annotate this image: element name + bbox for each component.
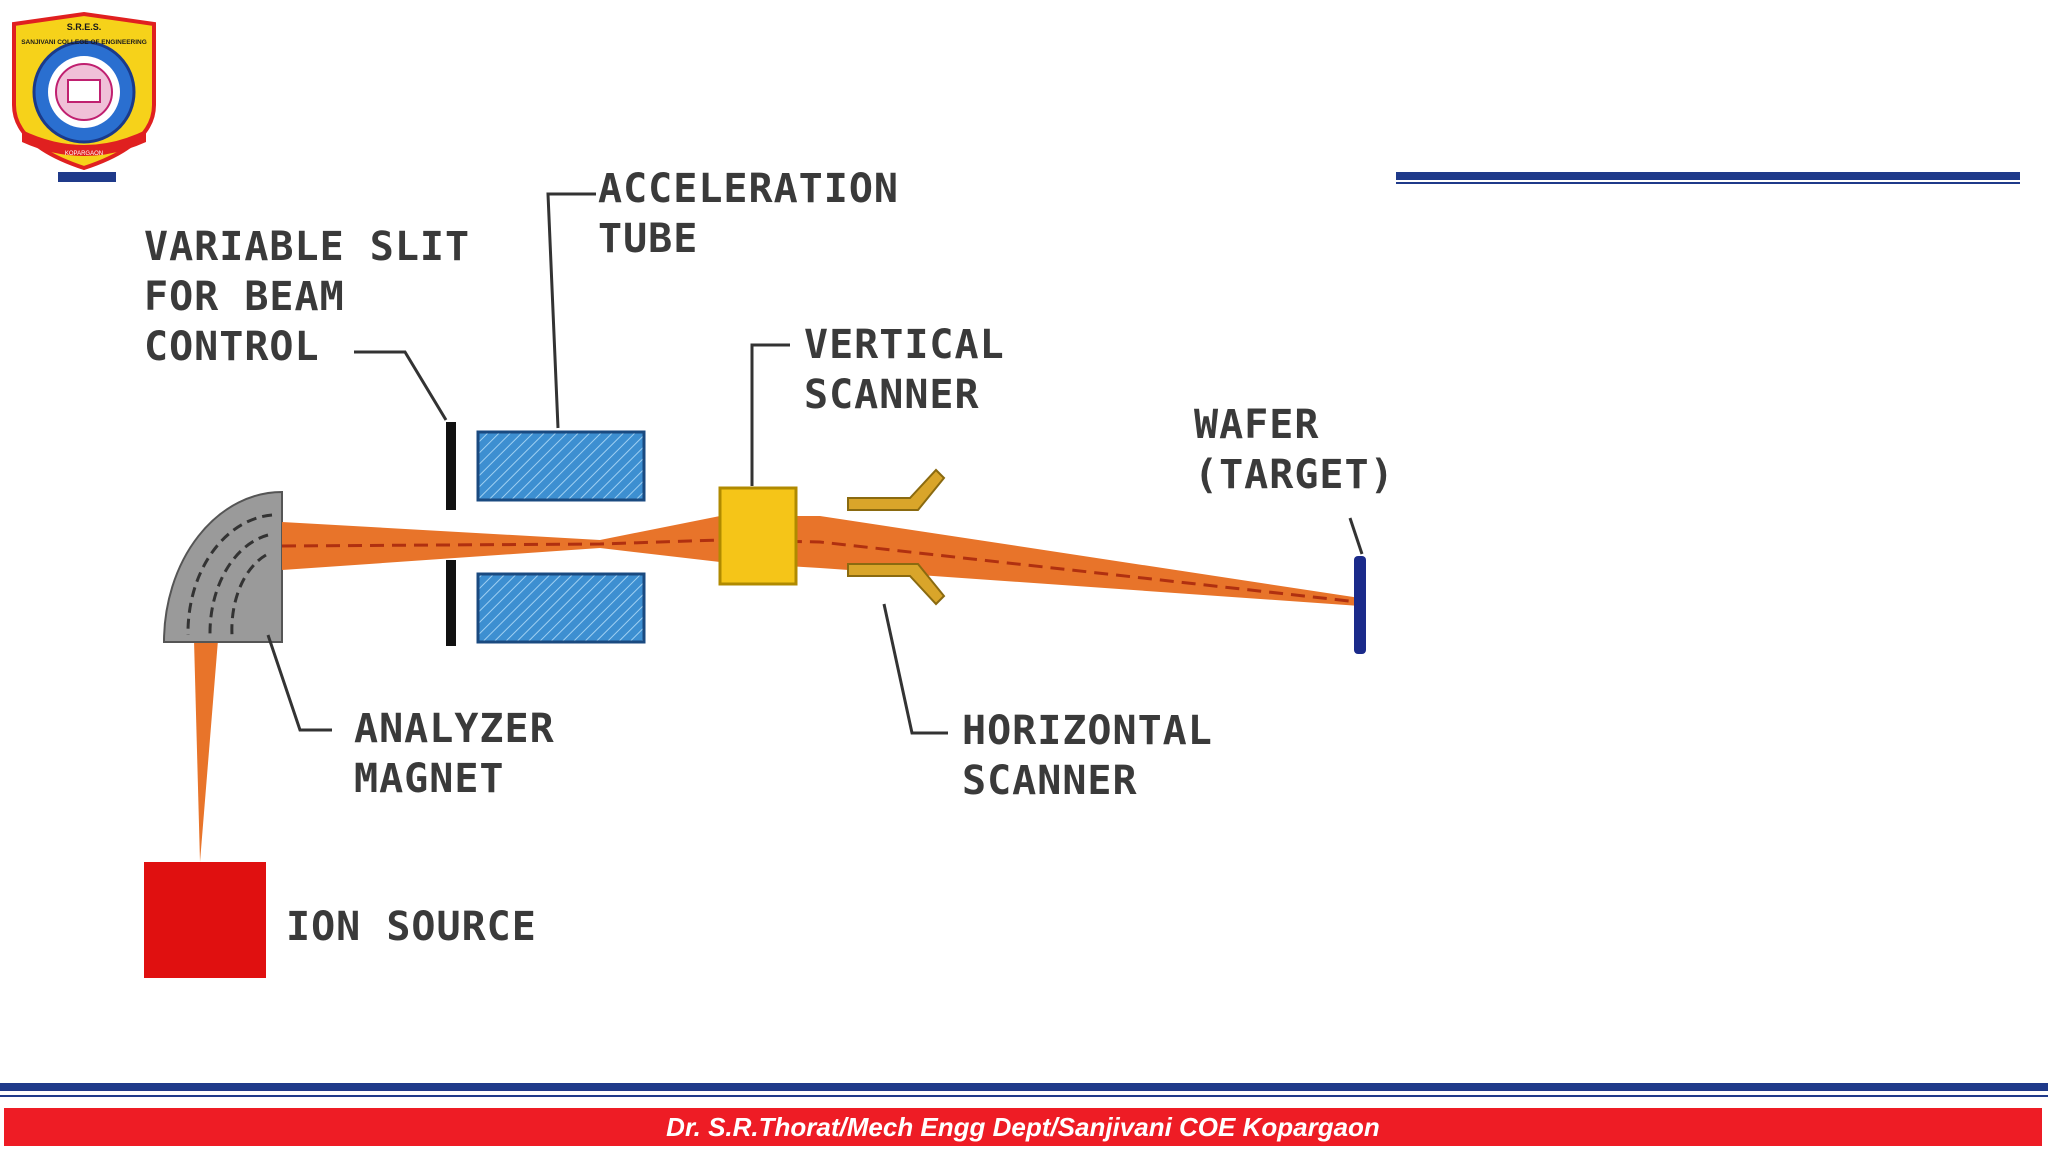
ion-implanter-diagram: VARIABLE SLIT FOR BEAM CONTROL ACCELERAT… [144, 166, 1395, 978]
leader-slit [354, 350, 448, 421]
leader-wafer [1348, 517, 1364, 555]
label-horizontal-scanner-1: HORIZONTAL [962, 708, 1213, 754]
label-vertical-scanner-2: SCANNER [804, 372, 980, 418]
vertical-scanner-block [718, 486, 798, 586]
label-acceleration-tube-1: ACCELERATION [598, 166, 899, 212]
label-wafer-1: WAFER [1194, 402, 1319, 448]
college-logo: S.R.E.S. SANJIVANI COLLEGE OF ENGINEERIN… [12, 11, 156, 170]
horizontal-scanner-top [847, 468, 946, 511]
footer-rule-thin [0, 1095, 2048, 1097]
variable-slit-top [446, 422, 456, 510]
header-rule-right-thin [1396, 182, 2020, 184]
footer-text: Dr. S.R.Thorat/Mech Engg Dept/Sanjivani … [666, 1111, 1380, 1142]
label-analyzer-magnet-2: MAGNET [354, 756, 505, 802]
label-variable-slit-1: VARIABLE SLIT [144, 224, 470, 270]
beam-vertical [194, 640, 218, 862]
variable-slit-bottom [446, 560, 456, 646]
leader-magnet [266, 634, 332, 732]
magnet-field-lines [186, 513, 273, 636]
header-rule-right [1396, 172, 2020, 180]
label-variable-slit-2: FOR BEAM [144, 274, 345, 320]
leader-vertical-scanner [750, 343, 790, 486]
footer-rule [0, 1083, 2048, 1091]
leader-horizontal-scanner [882, 603, 948, 735]
ion-source-block [144, 862, 266, 978]
label-variable-slit-3: CONTROL [144, 324, 320, 370]
label-acceleration-tube-2: TUBE [598, 216, 698, 262]
logo-arc-text: SANJIVANI COLLEGE OF ENGINEERING [21, 39, 147, 46]
acceleration-tube-top [476, 430, 646, 502]
label-ion-source: ION SOURCE [286, 904, 537, 950]
footer-bar: Dr. S.R.Thorat/Mech Engg Dept/Sanjivani … [4, 1108, 2042, 1146]
acceleration-tube-bottom [476, 572, 646, 644]
label-analyzer-magnet-1: ANALYZER [354, 706, 555, 752]
beam-horizontal [282, 516, 1360, 606]
header-rule-left [58, 172, 116, 182]
label-horizontal-scanner-2: SCANNER [962, 758, 1138, 804]
label-wafer-2: (TARGET) [1194, 452, 1395, 498]
label-vertical-scanner-1: VERTICAL [804, 322, 1005, 368]
logo-bottom-text: KOPARGAON [65, 151, 103, 157]
leader-tube [546, 192, 596, 429]
logo-top-text: S.R.E.S. [67, 22, 102, 32]
analyzer-magnet [162, 490, 283, 643]
horizontal-scanner-bottom [847, 563, 946, 606]
wafer-target [1354, 556, 1366, 654]
